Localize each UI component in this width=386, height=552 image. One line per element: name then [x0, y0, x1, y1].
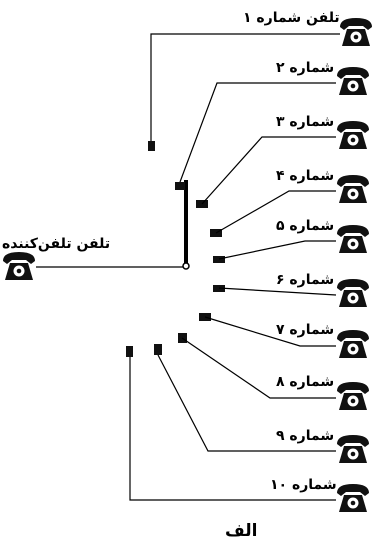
caller-label: تلفن تلفن‌کننده — [2, 236, 111, 252]
receiver-path-4 — [210, 175, 369, 237]
receiver-label-3: شماره ۳ — [276, 114, 335, 130]
receiver-label-1: تلفن شماره ۱ — [243, 10, 340, 26]
receiver-path-5 — [213, 225, 369, 263]
receiver-label-10: شماره ۱۰ — [270, 477, 337, 493]
receiver-label-4: شماره ۴ — [276, 168, 335, 184]
receiver-label-9: شماره ۹ — [276, 428, 335, 444]
receiver-path-3 — [196, 121, 369, 208]
receiver-path-9 — [154, 344, 369, 463]
receiver-label-7: شماره ۷ — [276, 322, 335, 338]
receiver-path-8 — [178, 333, 369, 410]
receiver-label-2: شماره ۲ — [276, 60, 335, 76]
receiver-path-7 — [199, 313, 369, 358]
receiver-path-6 — [213, 279, 369, 307]
receiver-path-2 — [175, 67, 369, 190]
caller-phone-icon — [3, 252, 35, 280]
receiver-path-1 — [148, 18, 372, 151]
receiver-path-10 — [126, 346, 369, 512]
receiver-label-8: شماره ۸ — [276, 374, 335, 390]
receiver-label-5: شماره ۵ — [276, 218, 335, 234]
receiver-label-6: شماره ۶ — [276, 272, 335, 288]
figure-caption: الف — [225, 521, 258, 541]
switch-pivot — [182, 262, 190, 270]
